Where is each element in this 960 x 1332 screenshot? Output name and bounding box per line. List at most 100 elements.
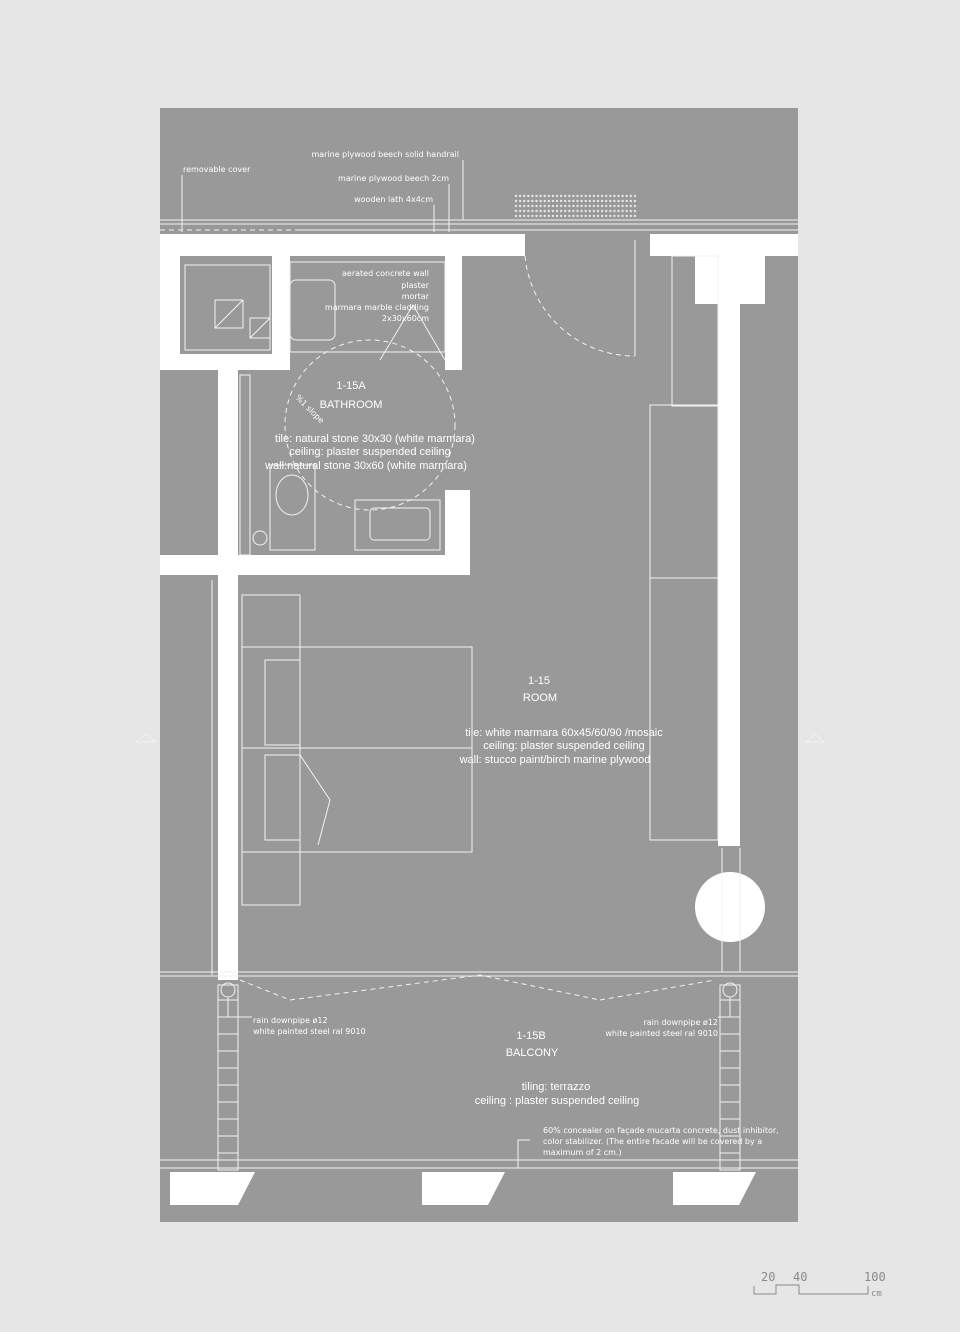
- room-ceiling: ceiling: plaster suspended ceiling: [483, 740, 644, 752]
- walls: [160, 234, 798, 1205]
- door-swing: [524, 255, 636, 357]
- scale-tick-20: 20: [761, 1270, 775, 1284]
- tactile-dot: [596, 194, 600, 198]
- tactile-dot: [555, 194, 559, 198]
- tactile-dot: [576, 209, 579, 213]
- tactile-dot: [539, 194, 542, 198]
- note-facade-2: color stabilizer. (The entire facade wil…: [543, 1137, 762, 1146]
- tactile-dot: [564, 209, 567, 213]
- tactile-dot: [629, 199, 632, 203]
- tactile-dot: [605, 214, 608, 218]
- tactile-dot: [600, 209, 604, 213]
- room-tile: tile: natural stone 30x30 (white marmara…: [275, 433, 475, 445]
- room-wall: wall:natural stone 30x60 (white marmara): [264, 460, 467, 472]
- tactile-dot: [633, 214, 637, 218]
- tactile-dot: [629, 204, 632, 208]
- tactile-dot: [555, 209, 559, 213]
- tactile-dot: [621, 214, 624, 218]
- tactile-dot: [535, 199, 538, 203]
- section-markers: [135, 733, 826, 743]
- tactile-dot: [613, 199, 616, 203]
- room-name: BATHROOM: [320, 399, 383, 411]
- tactile-dot: [613, 209, 616, 213]
- note-lath: wooden lath 4x4cm: [354, 195, 433, 204]
- tactile-dot: [527, 214, 530, 218]
- tactile-dot: [613, 204, 616, 208]
- room-name: ROOM: [523, 692, 557, 704]
- pillow: [264, 659, 301, 746]
- tactile-dot: [617, 194, 620, 198]
- tactile-paving: [514, 194, 637, 218]
- tactile-dot: [609, 209, 612, 213]
- tactile-dot: [564, 214, 567, 218]
- tactile-dot: [572, 214, 575, 218]
- room-label-bathroom: 1-15A BATHROOM tile: natural stone 30x30…: [264, 380, 475, 472]
- tactile-dot: [580, 194, 583, 198]
- tactile-dot: [592, 204, 596, 208]
- tactile-dot: [523, 214, 526, 218]
- tactile-dot: [605, 209, 608, 213]
- note-facade-3: maximum of 2 cm.): [543, 1148, 622, 1157]
- tactile-dot: [547, 194, 550, 198]
- tactile-dot: [539, 199, 542, 203]
- tactile-dot: [629, 214, 632, 218]
- note-downpipe-right: rain downpipe ø12: [643, 1018, 718, 1027]
- tactile-dot: [527, 204, 530, 208]
- tactile-dot: [596, 214, 600, 218]
- tactile-dot: [568, 194, 571, 198]
- tactile-dot: [625, 194, 628, 198]
- tactile-dot: [584, 199, 587, 203]
- tactile-dot: [559, 209, 563, 213]
- tactile-dot: [617, 214, 620, 218]
- tactile-dot: [633, 199, 637, 203]
- annotations: removable cover marine plywood beech sol…: [183, 150, 779, 1157]
- tactile-dot: [535, 214, 538, 218]
- tactile-dot: [625, 214, 628, 218]
- room-tiling: tiling: terrazzo: [522, 1081, 590, 1093]
- tactile-dot: [580, 204, 583, 208]
- room-ceiling: ceiling : plaster suspended ceiling: [475, 1095, 640, 1107]
- tactile-dot: [588, 194, 591, 198]
- tactile-dot: [605, 194, 608, 198]
- tactile-dot: [531, 214, 534, 218]
- tactile-dot: [580, 214, 583, 218]
- room-ceiling: ceiling: plaster suspended ceiling: [289, 446, 450, 458]
- note-plaster: plaster: [401, 281, 429, 290]
- tactile-dot: [527, 209, 530, 213]
- tactile-dot: [551, 209, 555, 213]
- tactile-dot: [596, 199, 600, 203]
- tactile-dot: [539, 204, 542, 208]
- tactile-dot: [551, 194, 555, 198]
- tactile-dot: [572, 199, 575, 203]
- tactile-dot: [588, 214, 591, 218]
- tactile-dot: [629, 194, 632, 198]
- tactile-dot: [629, 209, 632, 213]
- tactile-dot: [584, 194, 587, 198]
- tactile-dot: [539, 214, 542, 218]
- scale-unit: cm: [871, 1289, 882, 1299]
- note-marble: marmara marble cladding: [325, 303, 429, 312]
- tactile-dot: [559, 199, 563, 203]
- scale-tick-100: 100: [864, 1270, 886, 1284]
- tactile-dot: [584, 214, 587, 218]
- tactile-dot: [543, 209, 546, 213]
- tactile-dot: [596, 209, 600, 213]
- bed: [241, 646, 473, 853]
- note-aerated: aerated concrete wall: [342, 269, 429, 278]
- tactile-dot: [559, 204, 563, 208]
- tactile-dot: [518, 214, 522, 218]
- tactile-dot: [600, 199, 604, 203]
- tactile-dot: [625, 204, 628, 208]
- tactile-dot: [531, 204, 534, 208]
- tactile-dot: [621, 204, 624, 208]
- tactile-dot: [617, 204, 620, 208]
- tactile-dot: [625, 209, 628, 213]
- shower-circle: [284, 339, 456, 511]
- tactile-dot: [580, 199, 583, 203]
- tactile-dot: [543, 199, 546, 203]
- tactile-dot: [633, 209, 637, 213]
- tactile-dot: [535, 194, 538, 198]
- handrail-lines: [160, 160, 798, 232]
- tactile-dot: [584, 204, 587, 208]
